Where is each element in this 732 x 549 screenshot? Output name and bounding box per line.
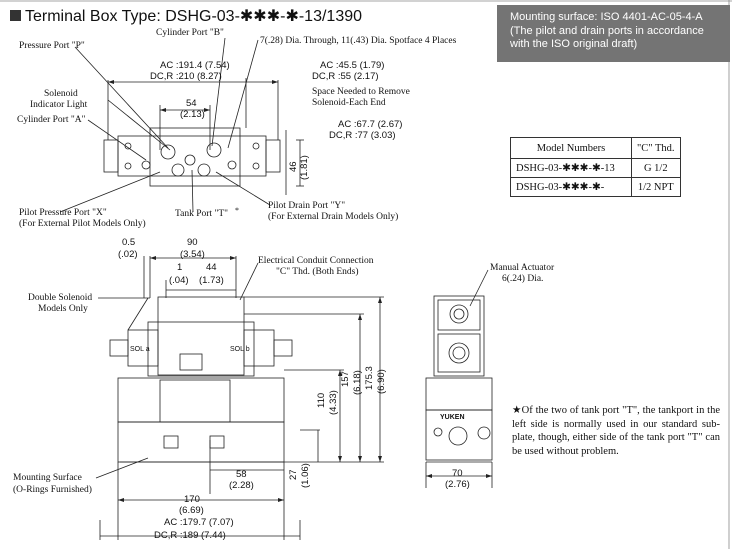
dim-58: 58 bbox=[236, 469, 247, 480]
dim-173: (1.73) bbox=[199, 275, 224, 286]
table-row: DSHG-03-✱✱✱-✱- 1/2 NPT bbox=[510, 177, 681, 197]
dim-618: (6.18) bbox=[352, 370, 363, 395]
dim-157: 157 bbox=[340, 371, 351, 387]
cylinder-port-a-label: Cylinder Port "A" bbox=[17, 115, 86, 125]
solenoid-indicator-line-2: Indicator Light bbox=[30, 100, 88, 110]
ac-1914-label: AC :191.4 (7.54) bbox=[160, 60, 230, 71]
conduit-line-1: Electrical Conduit Connection bbox=[258, 256, 374, 266]
table-header: Model Numbers bbox=[510, 137, 632, 159]
solenoid-indicator-line-1: Solenoid bbox=[44, 89, 78, 99]
sol-b-label: SOL b bbox=[230, 346, 250, 353]
dim-1753: 175.3 bbox=[364, 366, 375, 390]
dim-1: 1 bbox=[177, 262, 183, 273]
mounting-line-2: (The pilot and drain ports in accordance bbox=[510, 24, 704, 37]
dcr-55-label: DC,R :55 (2.17) bbox=[312, 71, 379, 82]
dim-54: 54 bbox=[186, 98, 197, 109]
tank-port-label: Tank Port "T" bbox=[175, 209, 229, 219]
dim-44: 44 bbox=[206, 262, 217, 273]
dim-05: 0.5 bbox=[122, 237, 136, 248]
space-needed-line-2: Solenoid-Each End bbox=[312, 98, 386, 108]
dim-02: (.02) bbox=[118, 249, 138, 260]
conduit-line-2: "C" Thd. (Both Ends) bbox=[276, 267, 359, 277]
ac-455-label: AC :45.5 (1.79) bbox=[320, 60, 385, 71]
dim-170: 170 bbox=[184, 494, 200, 505]
front-valve-top bbox=[157, 296, 245, 376]
dim-433: (4.33) bbox=[328, 390, 339, 415]
table-header: "C" Thd. bbox=[631, 137, 681, 159]
dim-46: 46 bbox=[288, 161, 299, 172]
dim-228: (2.28) bbox=[229, 480, 254, 491]
table-header-row: Model Numbers "C" Thd. bbox=[510, 137, 681, 159]
mounting-surface-line-2: (O-Rings Furnished) bbox=[13, 485, 92, 495]
dim-90: 90 bbox=[187, 237, 198, 248]
dcr-189-label: DC,R :189 (7.44) bbox=[154, 530, 226, 541]
title-text: Terminal Box Type: DSHG-03-✱✱✱-✱-13/1390 bbox=[25, 8, 363, 25]
dim-106: (1.06) bbox=[300, 463, 311, 488]
dim-04: (.04) bbox=[169, 275, 189, 286]
pilot-drain-line-2: (For External Drain Models Only) bbox=[268, 212, 399, 222]
tank-star-marker: * bbox=[235, 206, 239, 215]
side-view-top bbox=[433, 295, 485, 377]
mounting-surface-box: Mounting surface: ISO 4401-AC-05-4-A (Th… bbox=[497, 5, 730, 62]
table-cell: DSHG-03-✱✱✱-✱- bbox=[510, 177, 632, 197]
dcr-210-label: DC,R :210 (8.27) bbox=[150, 71, 222, 82]
table-cell: 1/2 NPT bbox=[631, 177, 681, 197]
dcr-77-label: DC,R :77 (3.03) bbox=[329, 130, 396, 141]
pressure-port-p-label: Pressure Port "P" bbox=[19, 41, 85, 51]
mounting-line-3: with the ISO original draft) bbox=[510, 38, 638, 50]
dim-27: 27 bbox=[288, 469, 299, 480]
page-title: Terminal Box Type: DSHG-03-✱✱✱-✱-13/1390 bbox=[10, 6, 362, 26]
top-center-block bbox=[149, 127, 241, 187]
dim-354: (3.54) bbox=[180, 249, 205, 260]
dim-181: (1.81) bbox=[299, 155, 310, 180]
space-needed-line-1: Space Needed to Remove bbox=[312, 87, 410, 97]
dim-110: 110 bbox=[316, 392, 327, 408]
pilot-drain-line-1: Pilot Drain Port "Y" bbox=[268, 201, 346, 211]
dim-690: (6.90) bbox=[376, 369, 387, 394]
double-solenoid-line-1: Double Solenoid bbox=[28, 293, 93, 303]
pilot-pressure-line-1: Pilot Pressure Port "X" bbox=[19, 208, 107, 218]
top-left-solenoid bbox=[103, 139, 119, 173]
table-cell: DSHG-03-✱✱✱-✱-13 bbox=[510, 158, 632, 178]
tank-port-note: ★Of the two of tank port "T", the tankpo… bbox=[512, 405, 720, 457]
dim-213: (2.13) bbox=[180, 109, 205, 120]
ac-1797-label: AC :179.7 (7.07) bbox=[164, 517, 234, 528]
yuken-brand-plate: YUKEN bbox=[440, 414, 465, 421]
manual-actuator-line-2: 6(.24) Dia. bbox=[502, 274, 544, 284]
mounting-line-1: Mounting surface: ISO 4401-AC-05-4-A bbox=[510, 11, 703, 23]
table-row: DSHG-03-✱✱✱-✱-13 G 1/2 bbox=[510, 158, 681, 178]
dim-70: 70 bbox=[452, 468, 463, 479]
dim-276: (2.76) bbox=[445, 479, 470, 490]
front-subbody bbox=[117, 377, 285, 423]
sol-a-label: SOL a bbox=[130, 346, 150, 353]
table-cell: G 1/2 bbox=[631, 158, 681, 178]
manual-actuator-line-1: Manual Actuator bbox=[490, 263, 555, 273]
bullet-square-icon bbox=[10, 10, 21, 21]
double-solenoid-line-2: Models Only bbox=[38, 304, 88, 314]
ac-677-label: AC :67.7 (2.67) bbox=[338, 119, 403, 130]
cylinder-port-b-label: Cylinder Port "B" bbox=[156, 28, 224, 38]
model-numbers-table: Model Numbers "C" Thd. DSHG-03-✱✱✱-✱-13 … bbox=[510, 137, 681, 197]
dim-669: (6.69) bbox=[179, 505, 204, 516]
top-right-solenoid bbox=[265, 139, 281, 173]
mounting-surface-line-1: Mounting Surface bbox=[13, 473, 82, 483]
through-hole-label: 7(.28) Dia. Through, 11(.43) Dia. Spotfa… bbox=[260, 36, 457, 46]
pilot-pressure-line-2: (For External Pilot Models Only) bbox=[19, 219, 146, 229]
